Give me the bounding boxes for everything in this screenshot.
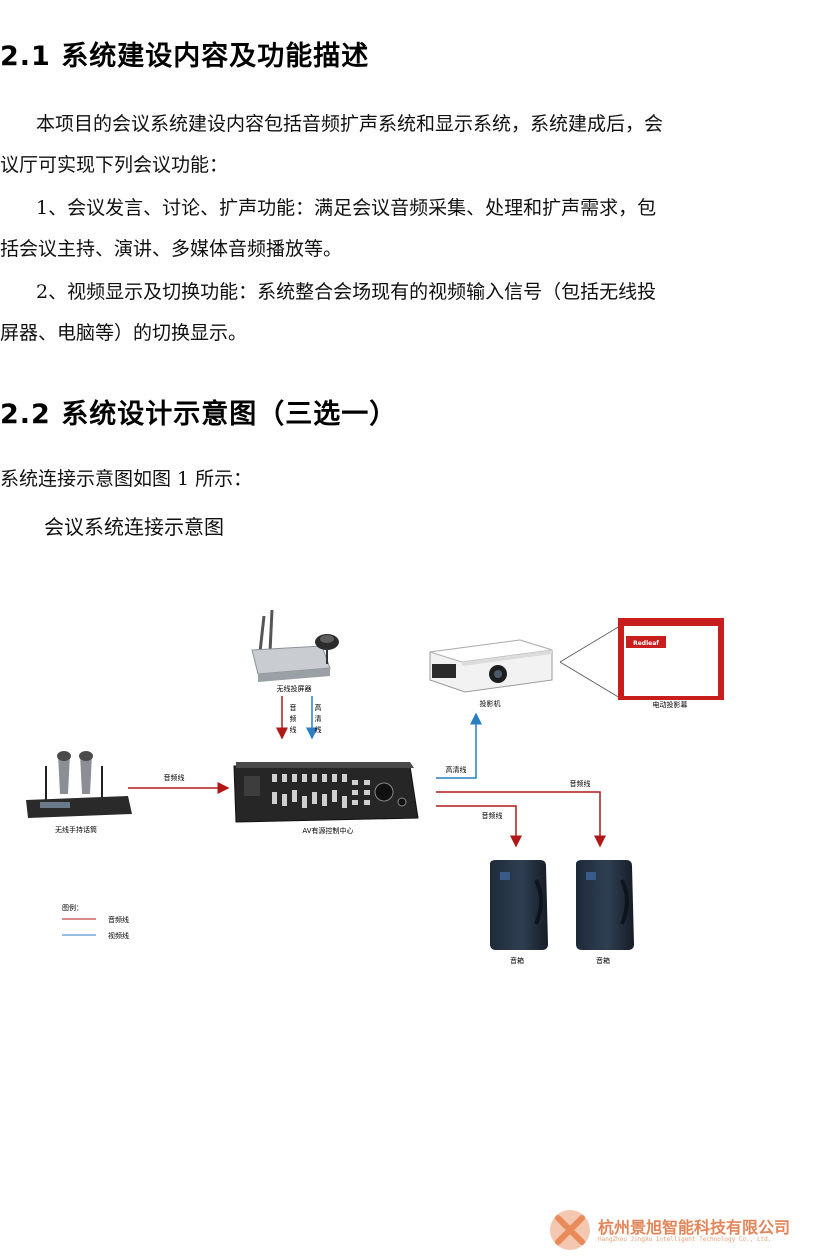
vertical-label-char: 频 [290, 714, 297, 723]
company-logo: 杭州景旭智能科技有限公司 HangZhou JingXu Intelligent… [548, 1208, 810, 1252]
audio-line-arrow [436, 791, 606, 848]
projector-icon [429, 639, 553, 693]
vertical-label-char: 清 [315, 714, 322, 723]
projection-beam [559, 625, 621, 663]
audio-line-arrow [436, 805, 522, 848]
video-line-arrow [436, 712, 482, 779]
speaker-label: 音箱 [596, 956, 610, 965]
company-name-cn: 杭州景旭智能科技有限公司 [598, 1218, 791, 1237]
vertical-label-char: 音 [290, 703, 297, 712]
screen-brand-label: Redleaf [633, 640, 659, 647]
company-logo-icon [550, 1210, 590, 1250]
list-item-2-line: 屏器、电脑等）的切换显示。 [0, 322, 248, 344]
microphone-label: 无线手持话筒 [55, 825, 97, 834]
list-item-2-line: 2、视频显示及切换功能：系统整合会场现有的视频输入信号（包括无线投 [36, 281, 657, 303]
legend-title: 图例： [62, 903, 83, 912]
av-center-label: AV有源控制中心 [302, 826, 353, 835]
legend-video-label: 视频线 [108, 931, 129, 940]
wireless-microphone-icon [26, 751, 132, 818]
section-heading-2-2: 2.2 系统设计示意图（三选一） [0, 399, 398, 430]
av-control-center-icon [233, 762, 419, 823]
wireless-projector-label: 无线投屏器 [277, 684, 312, 693]
screen-label: 电动投影幕 [653, 700, 688, 709]
vertical-label-char: 线 [290, 725, 297, 734]
projection-screen-icon: Redleaf [618, 618, 724, 700]
diagram-intro: 系统连接示意图如图 1 所示： [0, 468, 253, 490]
section-heading-2-1: 2.1 系统建设内容及功能描述 [0, 41, 370, 72]
vertical-label-char: 线 [315, 725, 322, 734]
projection-beam [559, 661, 621, 699]
paragraph-line: 议厅可实现下列会议功能： [0, 154, 229, 176]
list-item-1-line: 1、会议发言、讨论、扩声功能：满足会议音频采集、处理和扩声需求，包 [36, 197, 657, 219]
audio-line-label: 音频线 [164, 773, 185, 782]
paragraph-line: 本项目的会议系统建设内容包括音频扩声系统和显示系统，系统建成后，会 [36, 113, 664, 135]
wireless-projector-device-icon [251, 609, 339, 682]
speaker-label: 音箱 [510, 956, 524, 965]
company-name-en: HangZhou JingXu Intelligent Technology C… [598, 1236, 772, 1243]
projector-label: 投影机 [480, 699, 501, 708]
audio-line-label: 音频线 [482, 811, 503, 820]
system-diagram: 无线投屏器 音 频 线 高 清 线 投影机 Redleaf 电动投影幕 无线手持… [26, 609, 724, 965]
speaker-icon [490, 860, 548, 950]
audio-line-label: 音频线 [570, 779, 591, 788]
vertical-label-char: 高 [315, 703, 322, 712]
legend-audio-label: 音频线 [108, 915, 129, 924]
diagram-title: 会议系统连接示意图 [44, 515, 224, 539]
legend: 图例： 音频线 视频线 [62, 903, 129, 940]
hd-line-label: 高清线 [446, 765, 467, 774]
speaker-icon [576, 860, 634, 950]
list-item-1-line: 括会议主持、演讲、多媒体音频播放等。 [0, 238, 343, 260]
